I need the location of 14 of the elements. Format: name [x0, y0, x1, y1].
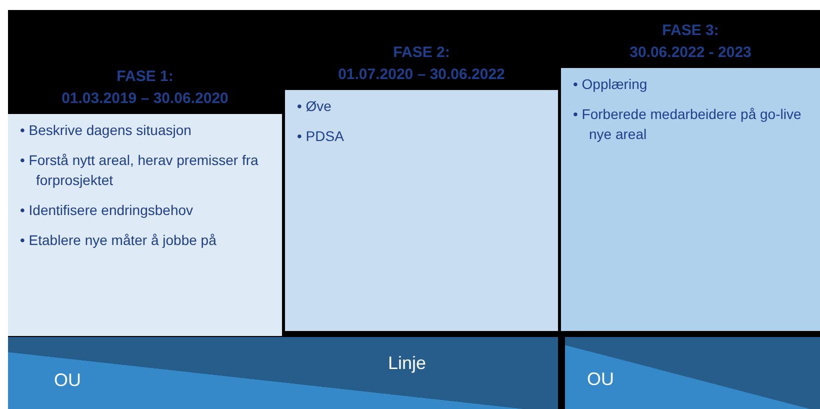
- phase-heading: FASE 1: 01.03.2019 – 30.06.2020: [60, 67, 230, 109]
- band-label: OU: [54, 370, 81, 391]
- bullet-item: • Forberede medarbeidere på go-live nye areal: [573, 105, 802, 144]
- bullet-item: • Etablere nye måter å jobbe på: [20, 231, 218, 250]
- bullet-item: • Øve: [297, 97, 332, 116]
- phase-heading: FASE 2: 01.07.2020 – 30.06.2022: [337, 43, 506, 85]
- band-label: OU: [587, 369, 614, 390]
- bullet-item: • Beskrive dagens situasjon: [20, 121, 192, 140]
- bullet-item: • PDSA: [297, 127, 345, 146]
- bullet-item: • Forstå nytt areal, herav premisser fra forprosjektet: [20, 151, 260, 190]
- phase-heading: FASE 3: 30.06.2022 - 2023: [628, 21, 752, 63]
- bullet-item: • Opplæring: [573, 75, 648, 94]
- bullet-item: • Identifisere endringsbehov: [20, 201, 194, 220]
- band-label: Linje: [388, 353, 426, 374]
